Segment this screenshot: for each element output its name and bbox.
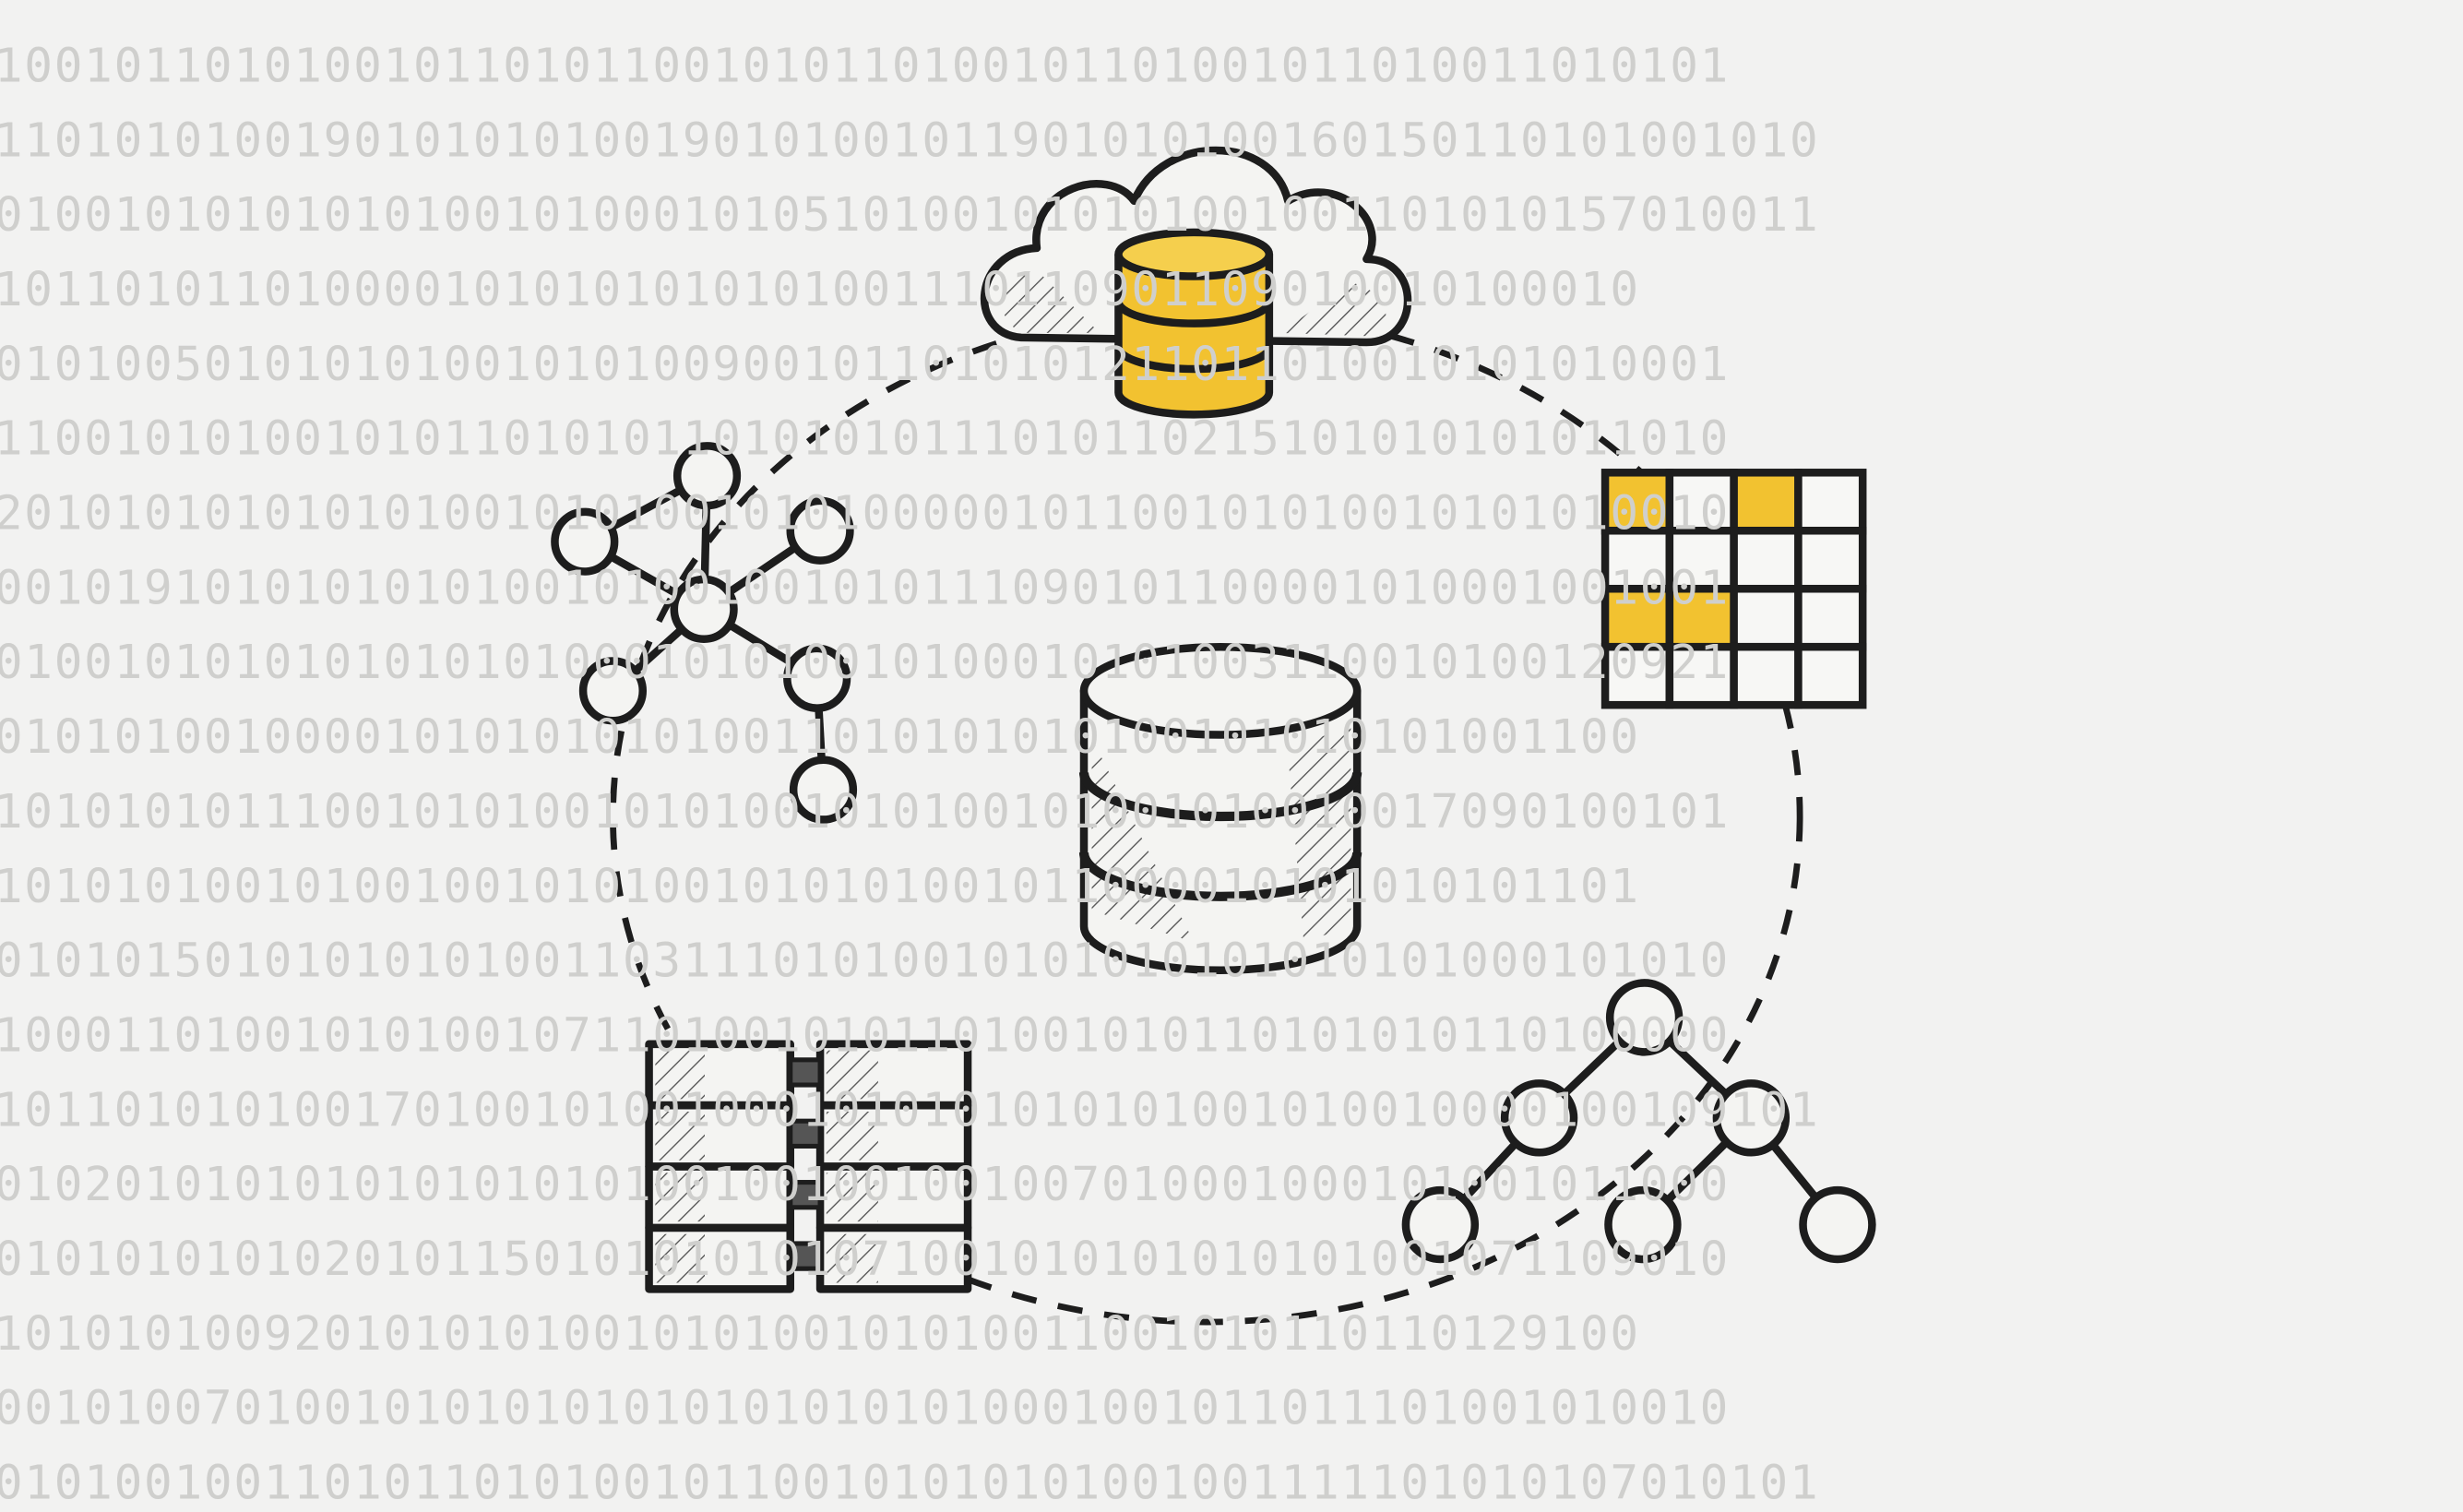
grid-cell bbox=[1600, 527, 1674, 593]
block-connector bbox=[788, 1241, 823, 1271]
node bbox=[1605, 979, 1684, 1056]
block-connector bbox=[788, 1057, 823, 1088]
block-hatching bbox=[826, 1050, 878, 1100]
grid-cell bbox=[1665, 584, 1738, 651]
node bbox=[1799, 1185, 1876, 1264]
cloud-database-icon bbox=[980, 146, 1412, 419]
binary-row: 0010191010101010100101001001010111090101… bbox=[0, 561, 1730, 615]
block-connector bbox=[788, 1118, 823, 1149]
binary-row: 0100101010101010101000101010010100010101… bbox=[0, 636, 1730, 690]
binary-row: 1001011010100101101011001010110100101101… bbox=[0, 40, 1730, 94]
block-hatching bbox=[655, 1111, 705, 1161]
binary-row: 2010101010101010010101001010100000101100… bbox=[0, 487, 1730, 542]
block-hatching bbox=[655, 1233, 705, 1283]
node bbox=[1401, 1185, 1480, 1264]
grid-cell bbox=[1665, 642, 1738, 709]
binary-row: 0100101010101010010100010105101001010101… bbox=[0, 188, 1819, 243]
grid-cell bbox=[1794, 469, 1867, 535]
grid-cell bbox=[1665, 527, 1738, 593]
block-hatching bbox=[826, 1233, 878, 1283]
graph-network-icon bbox=[551, 442, 858, 824]
grid-cell bbox=[1730, 469, 1803, 535]
grid-matrix-icon bbox=[1600, 469, 1867, 709]
storage-blocks-icon bbox=[645, 1040, 972, 1293]
node bbox=[783, 644, 851, 712]
grid-cell bbox=[1730, 642, 1803, 709]
binary-row: 1101010100190101010100190101001011901010… bbox=[0, 113, 1819, 168]
grid-cell bbox=[1794, 527, 1867, 593]
binary-row: 1010101011100101010010101001010100101001… bbox=[0, 785, 1730, 839]
grid-cell bbox=[1600, 642, 1674, 709]
grid-cell bbox=[1794, 642, 1867, 709]
node bbox=[786, 496, 854, 565]
block-hatching bbox=[826, 1111, 878, 1161]
node bbox=[1604, 1185, 1682, 1264]
node bbox=[1712, 1079, 1791, 1157]
binary-row: 1010101001010010010101001010101001011000… bbox=[0, 860, 1640, 914]
block-hatching bbox=[655, 1050, 705, 1100]
node bbox=[1500, 1079, 1578, 1157]
block-hatching bbox=[826, 1173, 878, 1222]
binary-row: 1010101009201010101001010100101010011001… bbox=[0, 1307, 1640, 1362]
node bbox=[578, 657, 648, 725]
node bbox=[672, 442, 742, 510]
grid-cell bbox=[1600, 469, 1674, 535]
node bbox=[670, 575, 738, 643]
central-database-icon bbox=[1078, 642, 1362, 975]
grid-cell bbox=[1665, 469, 1738, 535]
grid-cell bbox=[1730, 527, 1803, 593]
tree-structure-icon bbox=[1401, 979, 1876, 1264]
block-hatching bbox=[655, 1173, 705, 1222]
binary-row: 1100101010010101101010110101010111010110… bbox=[0, 412, 1730, 467]
grid-cell bbox=[1794, 584, 1867, 651]
node bbox=[551, 507, 619, 576]
binary-row: 0101005010101010010101009001011010101211… bbox=[0, 338, 1730, 392]
grid-cell bbox=[1600, 584, 1674, 651]
binary-row: 0101001001101011010100101100101010101001… bbox=[0, 1457, 1819, 1511]
binary-row: 0101015010101010100110311101010010101010… bbox=[0, 935, 1730, 989]
node bbox=[789, 756, 858, 824]
binary-row: 0010100701001010101010101010101010001001… bbox=[0, 1382, 1730, 1436]
grid-cell bbox=[1730, 584, 1803, 651]
block-connector bbox=[788, 1180, 823, 1210]
